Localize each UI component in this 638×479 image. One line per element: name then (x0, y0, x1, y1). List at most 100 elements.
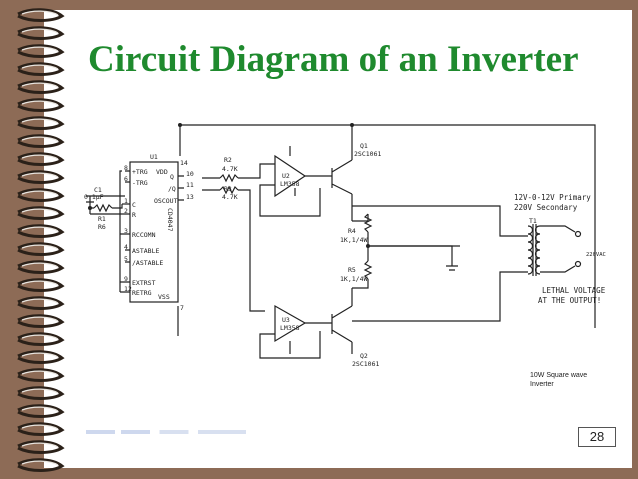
u1-pin-label: EXTRST (132, 279, 156, 287)
u1-pin-number: 11 (186, 181, 194, 189)
u1-pin-label: ASTABLE (132, 247, 159, 255)
u1-pin-number: 2 (124, 207, 128, 215)
spiral-ring-highlight (21, 118, 59, 124)
spiral-ring (17, 152, 65, 166)
c1-value: 0.1µF (84, 193, 104, 201)
u3-part-label: LM358 (280, 324, 300, 332)
spiral-ring-highlight (21, 46, 59, 52)
u1-pin-number: 14 (180, 159, 188, 167)
u1-pin-number: 9 (124, 275, 128, 283)
u1-part-label: CD4047 (166, 208, 174, 232)
spiral-ring-highlight (21, 10, 59, 16)
spiral-ring (17, 8, 65, 22)
u1-pin-number: 6 (124, 175, 128, 183)
spiral-ring-highlight (21, 316, 59, 322)
u3-opamp (274, 304, 307, 343)
warning-line-1: LETHAL VOLTAGE (542, 286, 606, 295)
u1-pin-label: OSCOUT (154, 197, 178, 205)
u3-label: U3 (282, 316, 290, 324)
spiral-ring (17, 368, 65, 382)
r3-resistor (219, 185, 239, 195)
r2-label: R2 (224, 156, 232, 164)
r5-resistor (363, 260, 373, 280)
r4-label: R4 (348, 227, 356, 235)
spiral-ring-highlight (21, 406, 59, 412)
r6-label: R6 (98, 223, 106, 231)
spiral-ring-highlight (21, 190, 59, 196)
spiral-ring-highlight (21, 388, 59, 394)
spiral-ring-highlight (21, 208, 59, 214)
r5-label: R5 (348, 266, 356, 274)
spiral-ring-highlight (21, 154, 59, 160)
u2-part-label: LM358 (280, 180, 300, 188)
faded-footer-link (86, 430, 246, 434)
u1-pin-number: 5 (124, 255, 128, 263)
u1-label: U1 (150, 153, 158, 161)
spiral-ring (17, 188, 65, 202)
spiral-ring-highlight (21, 82, 59, 88)
spiral-ring-highlight (21, 244, 59, 250)
spiral-ring (17, 314, 65, 328)
u1-pin-label: +TRG (132, 168, 148, 176)
spiral-ring (17, 386, 65, 400)
u2-opamp (274, 154, 307, 198)
u1-pin-label: /ASTABLE (132, 259, 163, 267)
r2-value: 4.7K (222, 165, 238, 173)
diagram-caption: 10W Square wave Inverter (530, 371, 587, 389)
spiral-ring (17, 350, 65, 364)
u1-chip (129, 161, 179, 303)
q1-label: Q1 (360, 142, 368, 150)
u1-pin-number: 4 (124, 243, 128, 251)
u1-pin-number: 12 (124, 285, 132, 293)
u1-pin-label: /Q (168, 185, 176, 193)
spiral-ring-highlight (21, 370, 59, 376)
spiral-ring-highlight (21, 262, 59, 268)
u1-left-bus (119, 170, 125, 292)
u1-pin-label: RCCOMN (132, 231, 156, 239)
caption-line: 10W Square wave (530, 372, 588, 379)
spiral-ring (17, 170, 65, 184)
spiral-ring (17, 242, 65, 256)
spiral-binding (17, 8, 65, 472)
u1-pin-number: 1 (124, 197, 128, 205)
u1-pin-number: 13 (186, 193, 194, 201)
r1-resistor (90, 203, 123, 213)
r4-resistor (363, 213, 373, 233)
u1-pin-number: 3 (124, 227, 128, 235)
spiral-ring-highlight (21, 64, 59, 70)
page-number: 28 (578, 427, 616, 447)
spiral-ring (17, 44, 65, 58)
slide-paper (44, 10, 632, 468)
t1-label: T1 (529, 217, 537, 225)
c1-label: C1 (94, 186, 102, 194)
r1-label: R1 (98, 215, 106, 223)
r2-resistor (219, 173, 239, 183)
primary-note: 12V-0-12V Primary (514, 193, 591, 202)
spiral-ring (17, 278, 65, 292)
spiral-ring (17, 62, 65, 76)
q2-label: Q2 (360, 352, 368, 360)
spiral-ring (17, 404, 65, 418)
secondary-note: 220V Secondary (514, 203, 578, 212)
q1-part-label: 2SC1061 (354, 150, 381, 158)
spiral-ring (17, 296, 65, 310)
output-label: 220VAC (586, 252, 606, 258)
spiral-ring-highlight (21, 226, 59, 232)
u1-pin-label: Q (170, 173, 174, 181)
r4-value: 1K,1/4W (340, 236, 367, 244)
spiral-ring (17, 206, 65, 220)
q2-transistor (331, 305, 353, 343)
warning-line-2: AT THE OUTPUT! (538, 296, 601, 305)
spiral-ring-highlight (21, 280, 59, 286)
q1-transistor (330, 159, 353, 195)
spiral-ring (17, 116, 65, 130)
u1-pin-label: RETRG (132, 289, 152, 297)
spiral-ring-highlight (21, 460, 59, 466)
spiral-ring (17, 260, 65, 274)
caption-line: Inverter (530, 381, 554, 388)
u1-pin-label: C (132, 201, 136, 209)
spiral-ring (17, 134, 65, 148)
circuit-diagram: U1 CD4047 +TRG -TRG C R RCCOMN ASTABLE /… (84, 123, 606, 368)
spiral-ring-highlight (21, 298, 59, 304)
